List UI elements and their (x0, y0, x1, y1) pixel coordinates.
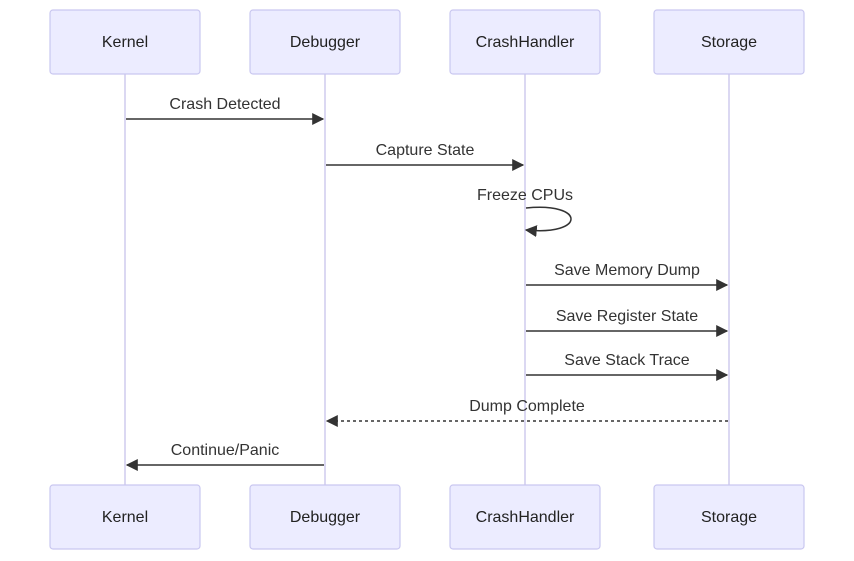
message-label: Dump Complete (469, 398, 585, 415)
message-label: Crash Detected (169, 96, 280, 113)
actor-label: Kernel (102, 34, 148, 51)
actor-label: CrashHandler (476, 34, 575, 51)
message-label: Continue/Panic (171, 442, 280, 459)
actor-box (449, 484, 601, 550)
message-label: Freeze CPUs (477, 187, 573, 204)
actor-debugger-bottom: Debugger (249, 484, 401, 550)
message: Save Register State (526, 308, 729, 337)
actor-storage-top: Storage (653, 9, 805, 75)
message: Save Stack Trace (526, 352, 729, 381)
actor-label: Debugger (290, 509, 361, 526)
message-label: Save Memory Dump (554, 262, 700, 279)
actor-kernel-top: Kernel (49, 9, 201, 75)
actor-box (449, 9, 601, 75)
actor-label: CrashHandler (476, 509, 575, 526)
actors-top: Kernel Debugger CrashHandler Storage (49, 9, 805, 75)
actor-label: Debugger (290, 34, 361, 51)
actor-kernel-bottom: Kernel (49, 484, 201, 550)
actor-box (249, 9, 401, 75)
actor-box (653, 484, 805, 550)
message: Freeze CPUs (477, 187, 573, 238)
message: Save Memory Dump (526, 262, 729, 291)
actor-label: Storage (701, 34, 757, 51)
message-label: Save Stack Trace (564, 352, 689, 369)
message-arrow-self (524, 206, 572, 238)
actor-crashhandler-bottom: CrashHandler (449, 484, 601, 550)
actor-label: Kernel (102, 509, 148, 526)
message-label: Save Register State (556, 308, 698, 325)
actor-label: Storage (701, 509, 757, 526)
actor-debugger-top: Debugger (249, 9, 401, 75)
message: Capture State (326, 142, 525, 171)
actor-storage-bottom: Storage (653, 484, 805, 550)
actor-box (49, 9, 201, 75)
message: Continue/Panic (125, 442, 324, 471)
message-label: Capture State (376, 142, 475, 159)
actor-box (249, 484, 401, 550)
lifelines (124, 74, 730, 485)
actor-box (653, 9, 805, 75)
actor-crashhandler-top: CrashHandler (449, 9, 601, 75)
actors-bottom: Kernel Debugger CrashHandler Storage (49, 484, 805, 550)
message: Crash Detected (126, 96, 325, 125)
message: Dump Complete (325, 398, 728, 427)
actor-box (49, 484, 201, 550)
